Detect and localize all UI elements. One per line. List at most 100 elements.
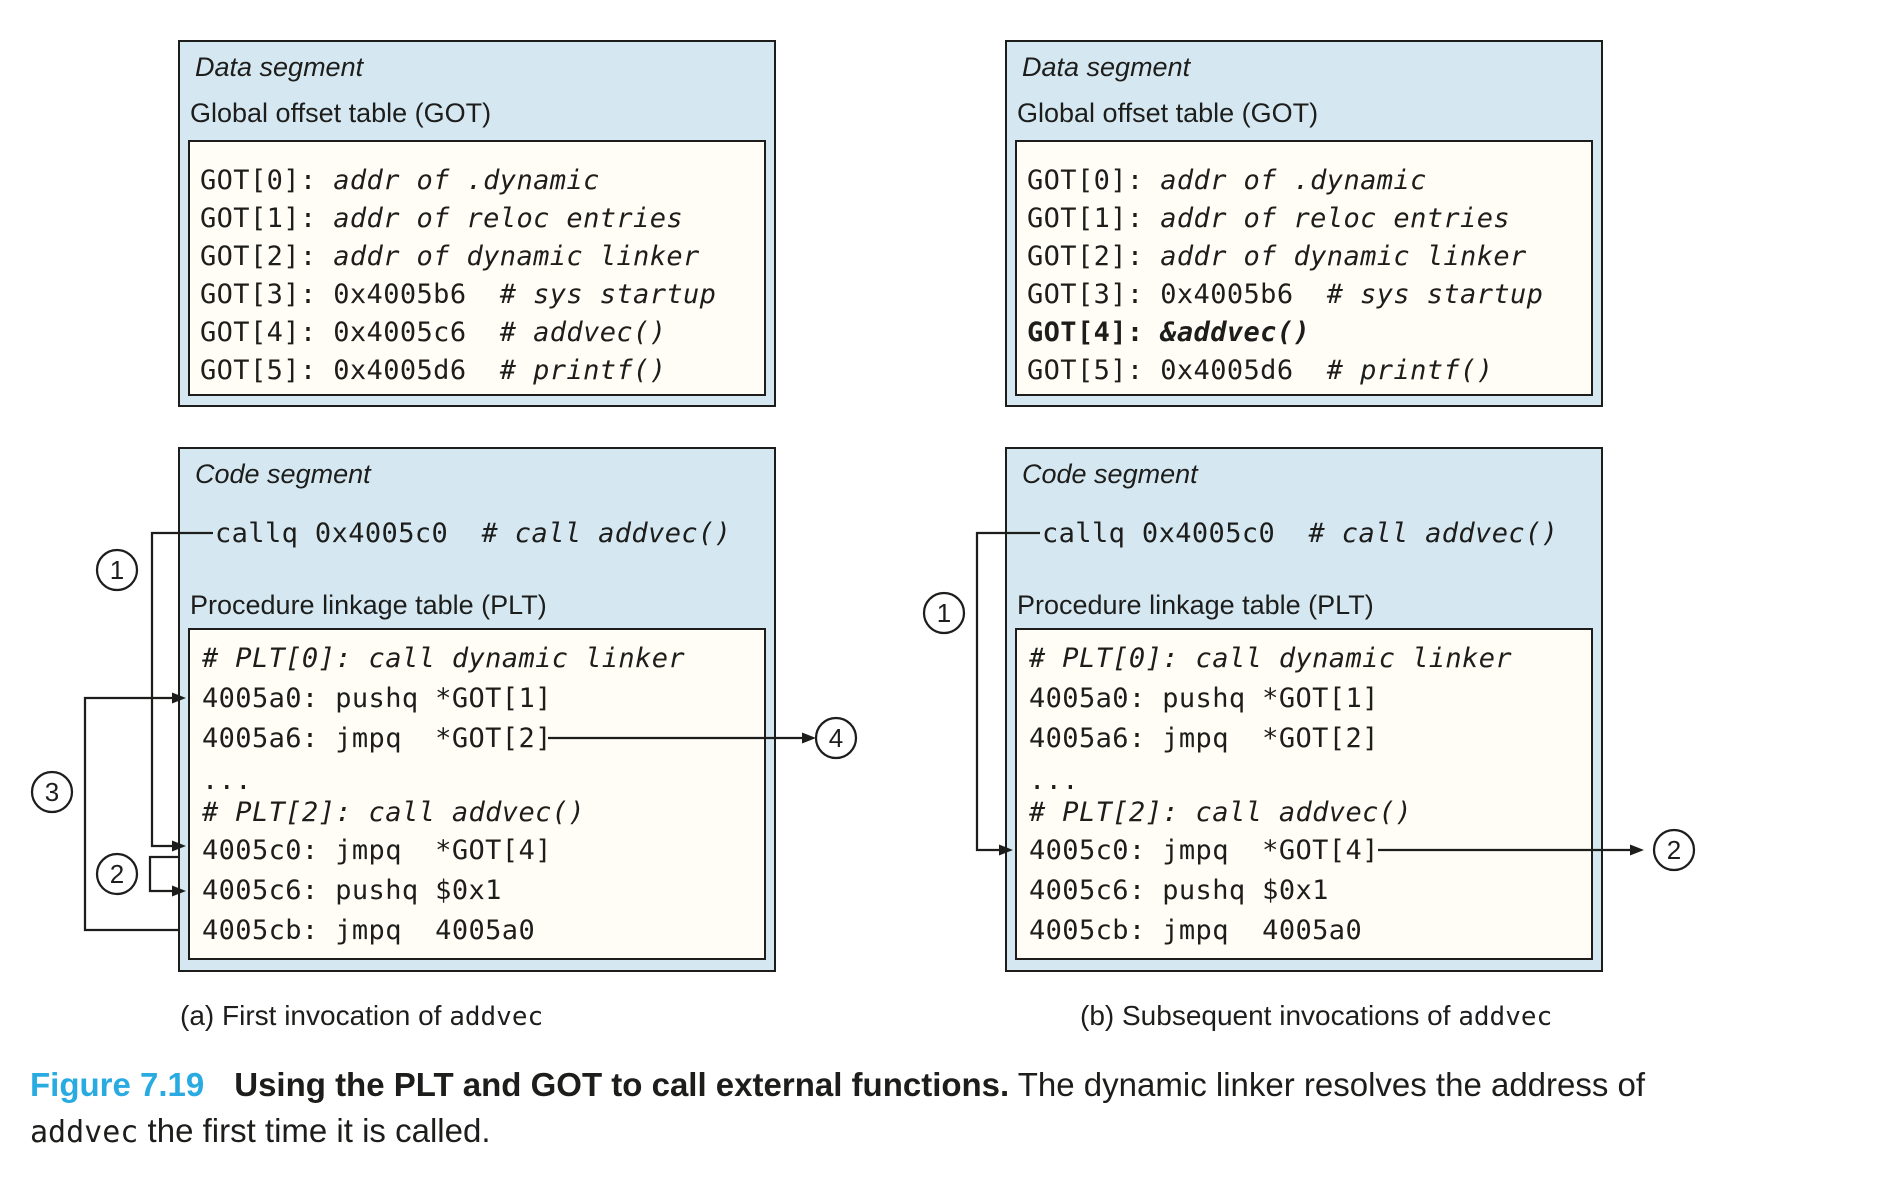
panel-a-data-segment-label: Data segment: [195, 51, 364, 82]
figure-body-rest: the first time it is called.: [138, 1112, 491, 1149]
plt-comment: # PLT[0]: call dynamic linker: [1029, 642, 1513, 674]
got-row: GOT[1]: addr of reloc entries: [200, 199, 683, 237]
panel-a-got-title: Global offset table (GOT): [190, 97, 492, 128]
got-row: GOT[0]: addr of .dynamic: [200, 161, 600, 199]
plt-instruction: 4005a6: jmpq *GOT[2]: [1029, 722, 1379, 754]
panel-b-plt-title: Procedure linkage table (PLT): [1017, 589, 1374, 620]
figure-caption-line1: Figure 7.19 Using the PLT and GOT to call…: [30, 1066, 1645, 1108]
got-entry: GOT[5]: 0x4005d6: [200, 354, 500, 386]
plt-instruction: 4005c0: jmpq *GOT[4]: [202, 834, 552, 866]
step-circle-a2: 2: [95, 852, 139, 896]
got-entry: GOT[2]:: [1027, 240, 1161, 272]
plt-instruction: ...: [202, 764, 252, 796]
step-circle-a3: 3: [30, 770, 74, 814]
got-comment: # sys startup: [1326, 278, 1544, 310]
got-comment: addr of dynamic linker: [333, 240, 700, 272]
got-comment: # sys startup: [499, 278, 717, 310]
plt-row: 4005a0: pushq *GOT[1]: [1029, 678, 1379, 718]
step-number: 2: [110, 859, 124, 889]
plt-comment: # PLT[0]: call dynamic linker: [202, 642, 686, 674]
panel-b-caption: (b) Subsequent invocations of addvec: [1080, 1000, 1552, 1034]
plt-row: 4005c0: jmpq *GOT[4]: [1029, 830, 1379, 870]
callq-comment: # call addvec(): [1308, 517, 1559, 549]
got-comment: addr of .dynamic: [1160, 164, 1427, 196]
panel-b-plt-table-box: [1015, 628, 1593, 960]
got-comment: addr of reloc entries: [333, 202, 684, 234]
got-entry: GOT[0]:: [1027, 164, 1161, 196]
panel-a-callq-row: callq 0x4005c0 # call addvec(): [215, 513, 731, 553]
callq-instruction: callq 0x4005c0: [215, 517, 482, 549]
arrow-jmpq-got4-to-pushq: [148, 855, 186, 897]
plt-instruction: 4005cb: jmpq 4005a0: [202, 914, 536, 946]
step-number: 2: [1667, 835, 1681, 865]
panel-b-caption-text: (b) Subsequent invocations of: [1080, 1000, 1459, 1031]
panel-b-got-title: Global offset table (GOT): [1017, 97, 1319, 128]
got-comment: # printf(): [1326, 354, 1494, 386]
got-entry: GOT[3]: 0x4005b6: [1027, 278, 1327, 310]
panel-b-code-segment-label: Code segment: [1022, 458, 1198, 489]
callq-instruction: callq 0x4005c0: [1042, 517, 1309, 549]
plt-comment: # PLT[2]: call addvec(): [202, 796, 586, 828]
plt-instruction: ...: [1029, 764, 1079, 796]
plt-instruction: 4005a0: pushq *GOT[1]: [202, 682, 552, 714]
got-entry: GOT[1]:: [1027, 202, 1161, 234]
plt-instruction: 4005a0: pushq *GOT[1]: [1029, 682, 1379, 714]
figure-number: Figure 7.19: [30, 1066, 205, 1103]
panel-b-data-segment-label: Data segment: [1022, 51, 1191, 82]
got-comment: # printf(): [499, 354, 667, 386]
step-number: 4: [829, 723, 843, 753]
got-row: GOT[4]: 0x4005c6 # addvec(): [200, 313, 666, 351]
figure-body: The dynamic linker resolves the address …: [1009, 1066, 1646, 1103]
plt-comment: # PLT[2]: call addvec(): [1029, 796, 1413, 828]
got-entry: GOT[1]:: [200, 202, 334, 234]
panel-a-caption-text: (a) First invocation of: [180, 1000, 450, 1031]
plt-instruction: 4005c6: pushq $0x1: [202, 874, 502, 906]
figure-caption-line2: addvec the first time it is called.: [30, 1112, 490, 1154]
got-entry: GOT[0]:: [200, 164, 334, 196]
got-comment: addr of dynamic linker: [1160, 240, 1527, 272]
got-row: GOT[2]: addr of dynamic linker: [1027, 237, 1527, 275]
plt-instruction: 4005a6: jmpq *GOT[2]: [202, 722, 552, 754]
plt-row: # PLT[0]: call dynamic linker: [202, 638, 685, 678]
plt-instruction: 4005cb: jmpq 4005a0: [1029, 914, 1363, 946]
got-row: GOT[0]: addr of .dynamic: [1027, 161, 1427, 199]
plt-row: # PLT[2]: call addvec(): [202, 792, 585, 832]
got-row: GOT[1]: addr of reloc entries: [1027, 199, 1510, 237]
panel-a-code-segment-label: Code segment: [195, 458, 371, 489]
panel-b-callq-row: callq 0x4005c0 # call addvec(): [1042, 513, 1558, 553]
callq-comment: # call addvec(): [481, 517, 732, 549]
plt-row: 4005c0: jmpq *GOT[4]: [202, 830, 552, 870]
plt-row: 4005a6: jmpq *GOT[2]: [1029, 718, 1379, 758]
plt-instruction: 4005c0: jmpq *GOT[4]: [1029, 834, 1379, 866]
got-row: GOT[3]: 0x4005b6 # sys startup: [1027, 275, 1543, 313]
got-comment: addr of reloc entries: [1160, 202, 1511, 234]
panel-a-plt-table-box: [188, 628, 766, 960]
got-row-resolved: GOT[4]: &addvec(): [1027, 313, 1310, 351]
got-entry: GOT[3]: 0x4005b6: [200, 278, 500, 310]
got-comment: addr of .dynamic: [333, 164, 600, 196]
step-number: 3: [45, 777, 59, 807]
figure-title: Using the PLT and GOT to call external f…: [234, 1066, 1010, 1103]
got-comment: # addvec(): [499, 316, 667, 348]
plt-row: 4005c6: pushq $0x1: [202, 870, 502, 910]
got-row: GOT[2]: addr of dynamic linker: [200, 237, 700, 275]
got-row: GOT[3]: 0x4005b6 # sys startup: [200, 275, 716, 313]
step-number: 1: [110, 555, 124, 585]
figure-body-code: addvec: [30, 1115, 139, 1150]
panel-b-got-table-box: [1015, 140, 1593, 396]
got-entry: GOT[4]:: [1027, 316, 1161, 348]
plt-row: 4005a6: jmpq *GOT[2]: [202, 718, 552, 758]
plt-row: 4005c6: pushq $0x1: [1029, 870, 1329, 910]
panel-a-caption: (a) First invocation of addvec: [180, 1000, 543, 1034]
panel-a-got-table-box: [188, 140, 766, 396]
step-circle-a1: 1: [95, 548, 139, 592]
plt-row: 4005cb: jmpq 4005a0: [202, 910, 535, 950]
arrow-jmpq-to-plt0: [83, 692, 186, 932]
plt-instruction: 4005c6: pushq $0x1: [1029, 874, 1329, 906]
step-number: 1: [937, 598, 951, 628]
got-row: GOT[5]: 0x4005d6 # printf(): [1027, 351, 1493, 389]
step-circle-b1: 1: [922, 591, 966, 635]
plt-row: # PLT[0]: call dynamic linker: [1029, 638, 1512, 678]
step-circle-a4: 4: [814, 716, 858, 760]
got-entry: GOT[5]: 0x4005d6: [1027, 354, 1327, 386]
